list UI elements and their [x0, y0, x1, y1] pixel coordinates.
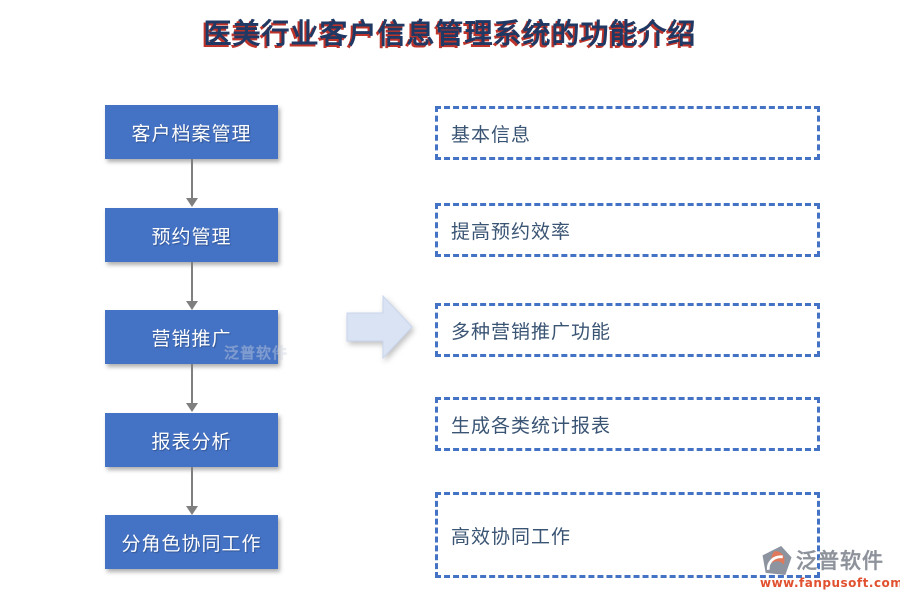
desc-box-label: 基本信息 — [451, 123, 532, 146]
desc-box-marketing-functions: 多种营销推广功能 — [435, 303, 820, 357]
flow-box-label: 预约管理 — [151, 225, 232, 248]
flow-box-role-collaboration: 分角色协同工作 — [105, 515, 278, 569]
fanpu-logo-icon — [762, 545, 792, 575]
down-arrow-icon — [185, 262, 198, 310]
connector-line — [190, 262, 193, 301]
flow-box-report-analysis: 报表分析 — [105, 413, 278, 467]
flow-box-marketing: 营销推广 — [105, 310, 278, 364]
flow-box-appointment: 预约管理 — [105, 208, 278, 262]
right-block-arrow-icon — [346, 295, 413, 359]
desc-box-label: 生成各类统计报表 — [451, 414, 612, 437]
desc-box-label: 多种营销推广功能 — [451, 320, 612, 343]
brand-url: www.fanpusoft.com — [760, 576, 900, 590]
desc-box-label: 高效协同工作 — [451, 525, 572, 548]
connector-line — [190, 364, 193, 403]
flow-box-label: 分角色协同工作 — [121, 532, 262, 555]
desc-box-efficient-collaboration: 高效协同工作 — [435, 492, 820, 578]
flow-box-label: 营销推广 — [151, 327, 232, 350]
flow-box-customer-archive: 客户档案管理 — [105, 105, 278, 159]
connector-line — [190, 159, 193, 198]
connector-arrowhead — [185, 301, 198, 310]
desc-box-appointment-efficiency: 提高预约效率 — [435, 203, 820, 257]
connector-arrowhead — [185, 198, 198, 207]
down-arrow-icon — [185, 364, 198, 412]
down-arrow-icon — [185, 467, 198, 515]
brand-name: 泛普软件 — [796, 549, 884, 573]
page-title: 医美行业客户信息管理系统的功能介绍 — [203, 17, 697, 50]
desc-box-label: 提高预约效率 — [451, 220, 572, 243]
desc-box-statistic-reports: 生成各类统计报表 — [435, 397, 820, 451]
down-arrow-icon — [185, 159, 198, 207]
brand-logo: 泛普软件 www.fanpusoft.com — [760, 545, 900, 590]
connector-arrowhead — [185, 506, 198, 515]
connector-arrowhead — [185, 403, 198, 412]
flow-box-label: 客户档案管理 — [131, 122, 252, 145]
connector-line — [190, 467, 193, 506]
desc-box-basic-info: 基本信息 — [435, 106, 820, 160]
flow-box-label: 报表分析 — [151, 430, 232, 453]
